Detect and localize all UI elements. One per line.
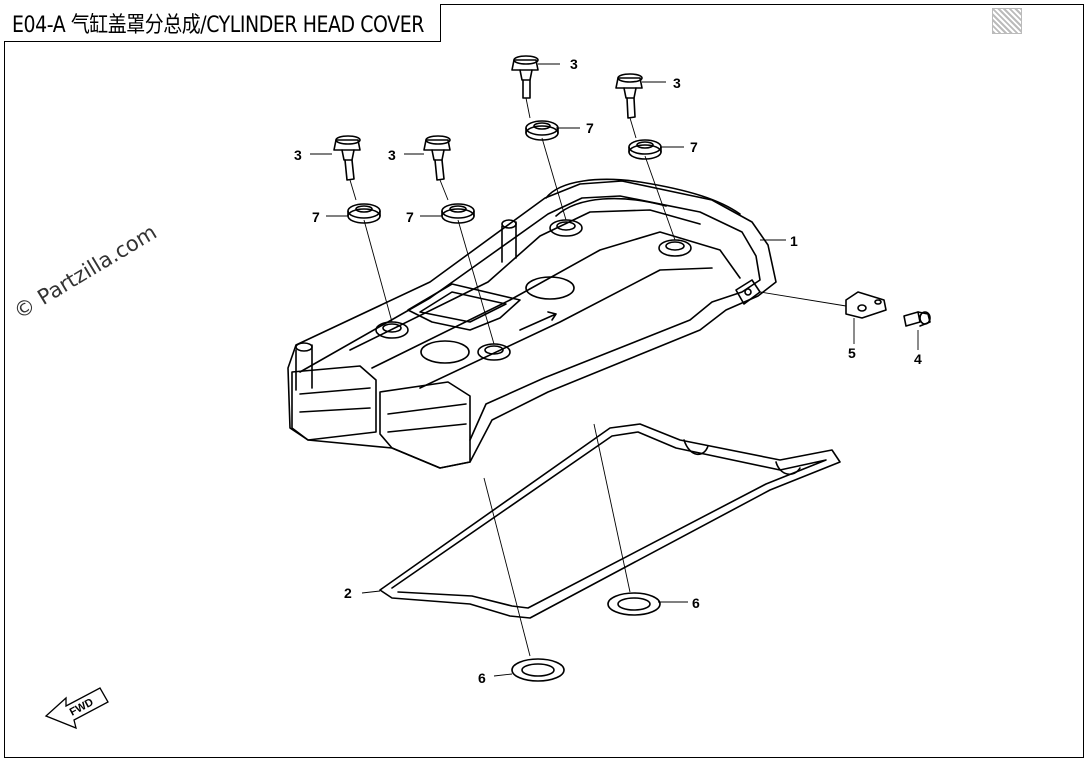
- callout-2: 2: [344, 585, 352, 601]
- callout-3: 3: [294, 147, 302, 163]
- corner-stamp-icon: [992, 8, 1022, 34]
- bolt-3-left: [333, 135, 361, 181]
- callout-6: 6: [478, 670, 486, 686]
- diagram-frame: [4, 4, 1084, 758]
- callout-3: 3: [673, 75, 681, 91]
- callout-7: 7: [406, 209, 414, 225]
- callout-7: 7: [312, 209, 320, 225]
- forward-arrow-icon: [44, 687, 109, 730]
- bolt-3-center-left: [423, 135, 451, 181]
- bolt-4: [903, 311, 931, 327]
- cylinder-head-gasket: [379, 423, 841, 619]
- leader-lines: [310, 63, 919, 677]
- callout-1: 1: [790, 233, 798, 249]
- callout-7: 7: [690, 139, 698, 155]
- callout-6: 6: [692, 595, 700, 611]
- callout-3: 3: [570, 56, 578, 72]
- bolt-3-top-right: [615, 73, 643, 119]
- bolt-3-top-center: [511, 55, 539, 99]
- callout-7: 7: [586, 120, 594, 136]
- washer-6-right: [607, 592, 661, 616]
- page-title: E04-A 气缸盖罩分总成/CYLINDER HEAD COVER: [12, 12, 424, 38]
- title-box: E04-A 气缸盖罩分总成/CYLINDER HEAD COVER: [4, 4, 441, 42]
- callout-5: 5: [848, 345, 856, 361]
- washer-6-bottom: [511, 658, 565, 682]
- grommet-7: [525, 120, 559, 141]
- grommet-7: [441, 203, 475, 224]
- bracket-5: [845, 291, 887, 319]
- cylinder-head-cover: [287, 178, 777, 469]
- callout-4: 4: [914, 351, 922, 367]
- callout-3: 3: [388, 147, 396, 163]
- grommet-7: [628, 139, 662, 160]
